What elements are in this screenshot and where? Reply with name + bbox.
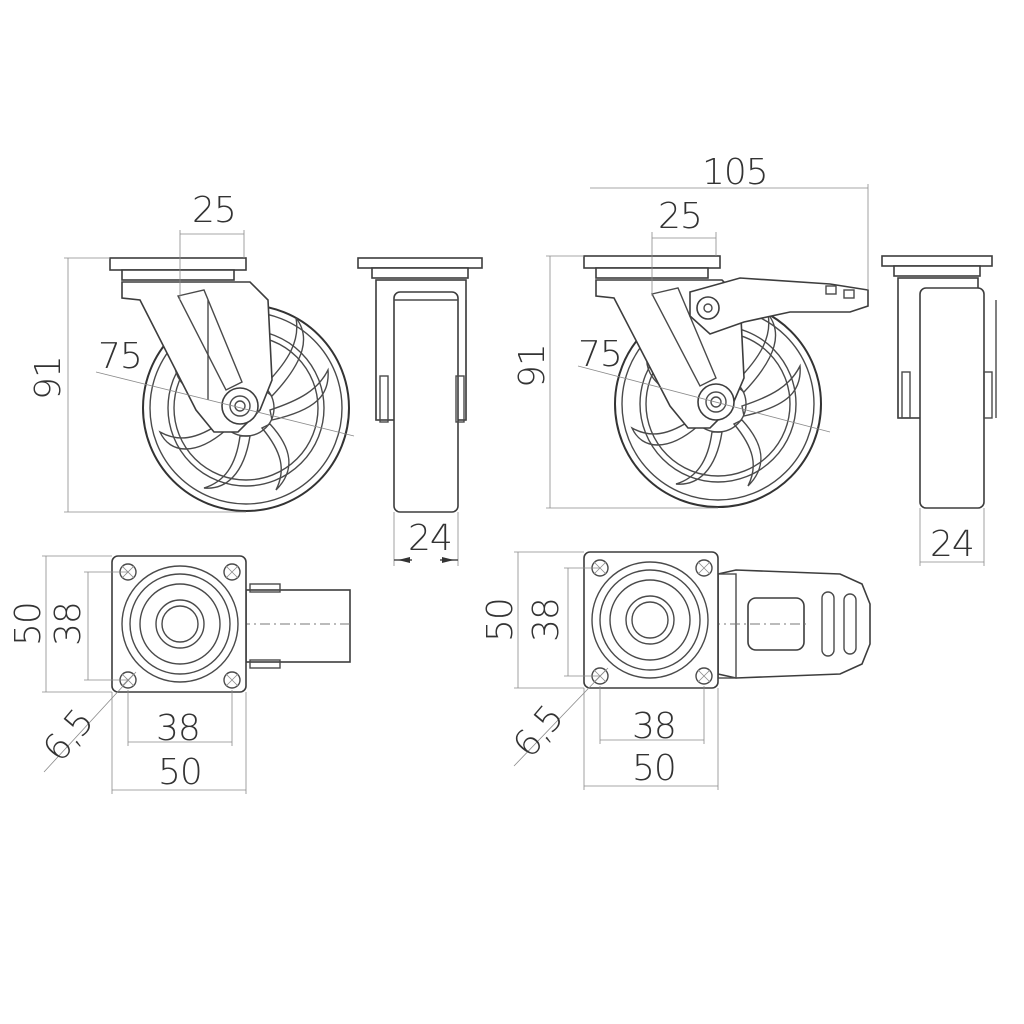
fork (109, 257, 273, 433)
braked-caster-front-view: 24 (881, 255, 997, 566)
dim-mount-offset: 25 (179, 190, 245, 300)
dim-label-24: 24 (408, 518, 452, 559)
caster-side-view: 25 91 75 (28, 190, 355, 513)
dim-label-25: 25 (192, 190, 236, 231)
dim-label-25-braked: 25 (658, 196, 702, 237)
dim-hole-spacing-vertical-brake: 38 (526, 567, 600, 677)
top-plate-view: 50 38 6,5 38 50 (8, 555, 352, 794)
dim-hole-spacing-horizontal-brake: 38 (599, 686, 705, 747)
dim-plate-height-brake: 50 (480, 551, 584, 689)
dim-label-50-vertical-brake: 50 (480, 598, 521, 642)
dim-label-75: 75 (98, 336, 142, 377)
dim-plate-height: 50 (8, 555, 112, 693)
dim-label-91: 91 (28, 356, 69, 400)
dim-plate-width-brake: 50 (583, 688, 719, 790)
dim-label-38-vertical: 38 (48, 602, 89, 646)
dim-label-105: 105 (702, 152, 768, 193)
dim-wheel-diameter-braked: 75 (577, 334, 831, 433)
brake-pedal (689, 277, 869, 335)
dim-label-38-vertical-brake: 38 (526, 598, 567, 642)
dim-label-38-horizontal-brake: 38 (632, 706, 676, 747)
dim-height-braked: 91 (512, 255, 718, 509)
dim-label-91-braked: 91 (512, 344, 553, 388)
dim-label-6-5: 6,5 (35, 702, 101, 770)
dim-height: 91 (28, 257, 246, 513)
dim-wheel-width: 24 (393, 512, 459, 566)
dim-label-24-braked: 24 (930, 524, 974, 565)
dim-wheel-diameter: 75 (95, 336, 355, 437)
caster-front-view: 24 (357, 257, 483, 566)
dim-overall-length: 105 (590, 152, 869, 290)
dim-hole-spacing-vertical: 38 (48, 571, 128, 681)
dim-hole-spacing-horizontal: 38 (127, 690, 233, 749)
dim-label-75-braked: 75 (578, 334, 622, 375)
dim-plate-width: 50 (111, 692, 247, 794)
dim-mount-offset-braked: 25 (651, 196, 717, 296)
dim-label-6-5-brake: 6,5 (505, 698, 571, 766)
dim-label-50-vertical: 50 (8, 602, 49, 646)
dim-label-50-horizontal-brake: 50 (632, 748, 676, 789)
dim-label-50-horizontal: 50 (158, 752, 202, 793)
top-plate-brake-view: 50 38 6,5 38 50 (480, 551, 871, 790)
dim-label-38-horizontal: 38 (156, 708, 200, 749)
dim-wheel-width-braked: 24 (919, 508, 985, 566)
braked-caster-side-view: 105 25 91 75 (512, 152, 869, 509)
